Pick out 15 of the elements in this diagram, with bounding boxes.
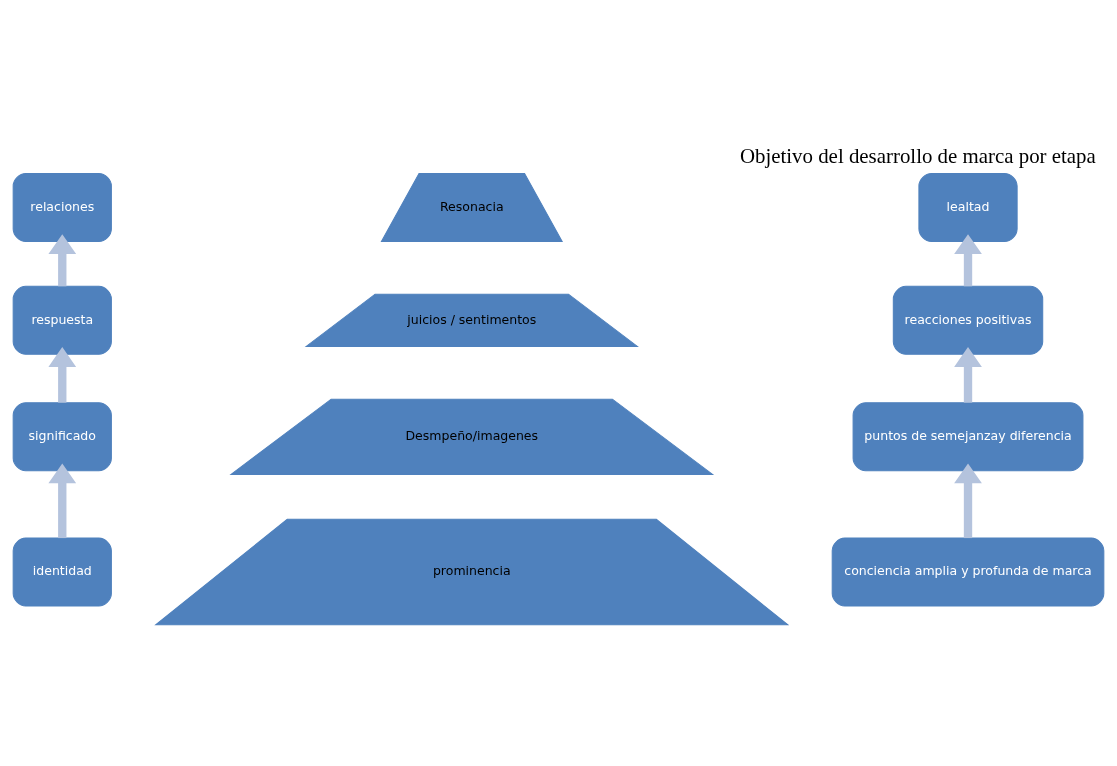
arrow <box>48 346 77 403</box>
node-box: lealtad <box>918 172 1018 242</box>
arrow <box>48 233 77 286</box>
arrow <box>954 463 982 538</box>
node-box: significado <box>12 401 112 471</box>
node-box: puntos de semejanzay diferencia <box>852 401 1084 471</box>
node-box: respuesta <box>12 285 112 355</box>
arrow <box>48 463 77 538</box>
diagram-title: Objetivo del desarrollo de marca por etapa <box>739 143 1096 168</box>
node-box: reacciones positivas <box>892 285 1044 355</box>
node-box: identidad <box>12 537 112 607</box>
arrow <box>954 346 982 403</box>
arrow <box>954 233 982 286</box>
node-box: conciencia amplia y profunda de marca <box>831 537 1105 607</box>
node-box: relaciones <box>12 172 112 242</box>
